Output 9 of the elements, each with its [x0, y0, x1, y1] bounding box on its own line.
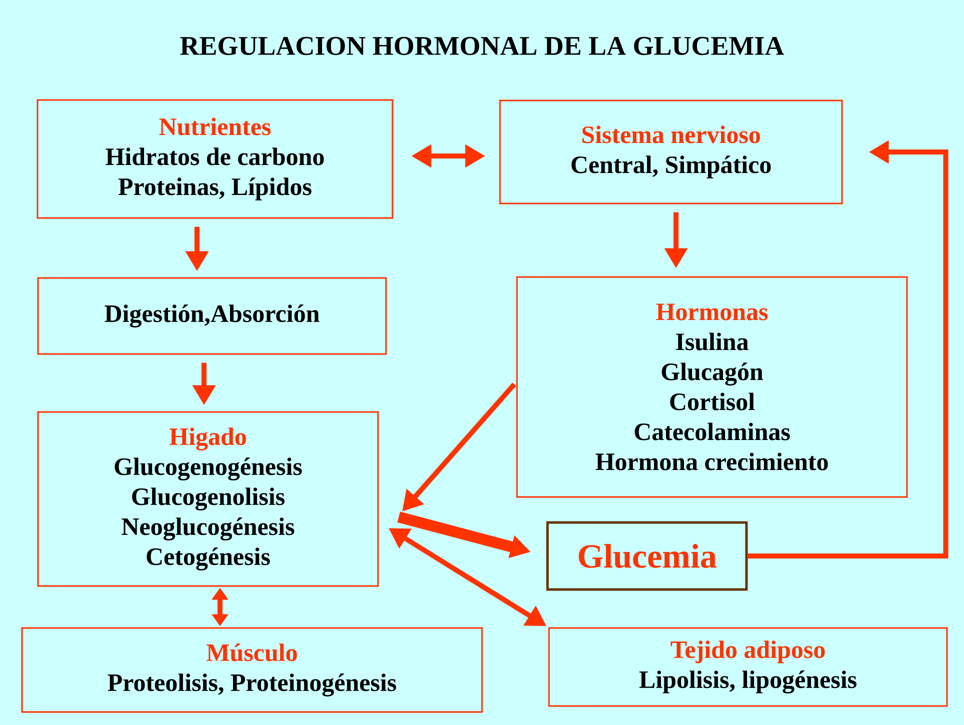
glucemia-box: Glucemia [546, 521, 748, 591]
process-box: Digestión,Absorción [37, 277, 387, 355]
process-box: Nutrientes Hidratos de carbono Proteinas, Lípidos [36, 99, 394, 219]
process-box: Sistema nervioso Central, Simpático [499, 100, 843, 204]
process-box: Higado Glucogenogénesis Glucogenolisis Neoglucogénesis Cetogénesis [37, 411, 379, 587]
process-box: Músculo Proteolisis, Proteinogénesis [21, 627, 483, 713]
title: REGULACION HORMONAL DE LA GLUCEMIA [180, 36, 784, 56]
process-box: Tejido adiposo Lipolisis, lipogénesis [548, 627, 948, 707]
process-box: Hormonas Isulina Glucagón Cortisol Catecolaminas Hormona crecimiento [516, 276, 908, 498]
